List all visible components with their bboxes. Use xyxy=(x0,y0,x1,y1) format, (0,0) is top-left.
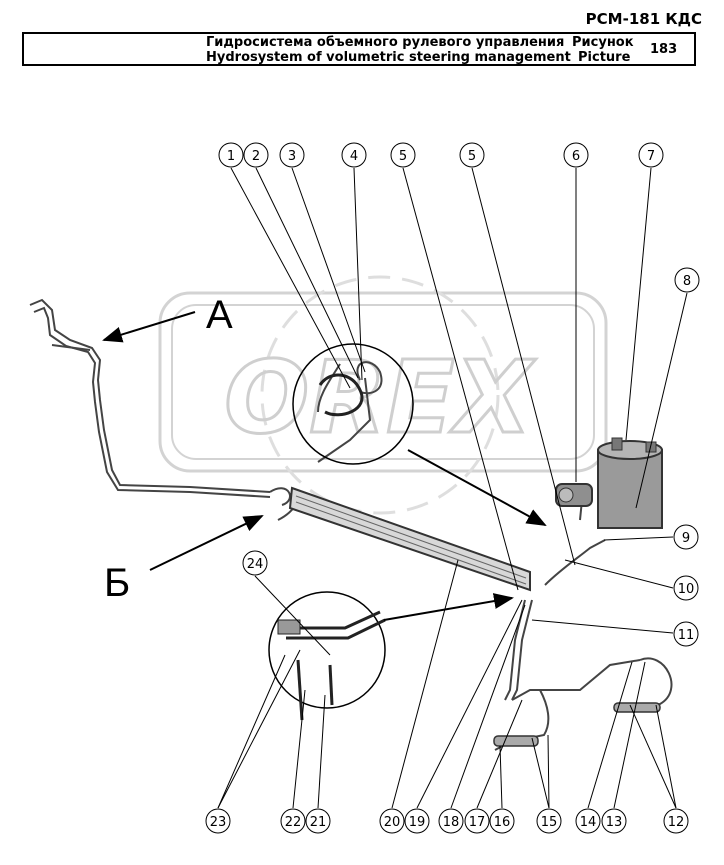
svg-text:17: 17 xyxy=(469,815,486,830)
callout-19: 19 xyxy=(404,808,430,834)
callout-10: 10 xyxy=(673,575,699,601)
callout-7: 7 xyxy=(638,142,664,168)
svg-text:2: 2 xyxy=(252,149,260,164)
orex-watermark: OREX xyxy=(158,275,608,515)
callout-2: 2 xyxy=(243,142,269,168)
svg-text:8: 8 xyxy=(683,274,691,289)
callout-6: 6 xyxy=(563,142,589,168)
callout-16: 16 xyxy=(489,808,515,834)
document-code: PCM-181 КДС xyxy=(585,10,702,28)
steering-cylinders-part xyxy=(493,702,661,747)
view-arrows xyxy=(102,311,547,621)
callout-1: 1 xyxy=(218,142,244,168)
svg-text:6: 6 xyxy=(572,149,580,164)
callout-4: 4 xyxy=(341,142,367,168)
svg-text:5: 5 xyxy=(399,149,407,164)
callout-5-right: 5 xyxy=(459,142,485,168)
callout-15: 15 xyxy=(536,808,562,834)
svg-text:5: 5 xyxy=(468,149,476,164)
detail-contents xyxy=(277,373,386,721)
svg-text:16: 16 xyxy=(494,815,511,830)
callout-20: 20 xyxy=(379,808,405,834)
svg-text:3: 3 xyxy=(288,149,296,164)
callouts: 1 2 3 4 5 5 6 7 8 9 10 11 12 13 14 15 16… xyxy=(205,142,700,834)
detail-circle-upper xyxy=(292,343,414,465)
callout-21: 21 xyxy=(305,808,331,834)
callout-17: 17 xyxy=(464,808,490,834)
callout-13: 13 xyxy=(601,808,627,834)
svg-text:24: 24 xyxy=(247,557,264,572)
svg-text:9: 9 xyxy=(682,531,690,546)
svg-text:4: 4 xyxy=(350,149,358,164)
callout-11: 11 xyxy=(673,621,699,647)
callout-23: 23 xyxy=(205,808,231,834)
watermark-text: OREX xyxy=(224,339,536,456)
svg-text:14: 14 xyxy=(580,815,597,830)
callout-8: 8 xyxy=(674,267,700,293)
hydraulic-tank-part xyxy=(597,437,663,529)
detail-views xyxy=(268,343,414,709)
svg-text:1: 1 xyxy=(227,149,235,164)
svg-text:13: 13 xyxy=(606,815,623,830)
svg-text:19: 19 xyxy=(409,815,426,830)
detail-circle-lower xyxy=(268,591,386,709)
svg-text:12: 12 xyxy=(668,815,685,830)
callout-9: 9 xyxy=(673,524,699,550)
figure-number: 183 xyxy=(650,42,678,57)
detail-upper-arrow xyxy=(407,449,547,526)
figure-label-russian: Рисунок xyxy=(572,35,634,50)
title-russian: Гидросистема объемного рулевого управлен… xyxy=(206,35,565,50)
svg-text:21: 21 xyxy=(310,815,327,830)
view-label-b: Б xyxy=(104,561,130,605)
callout-18: 18 xyxy=(438,808,464,834)
view-b-arrow xyxy=(149,515,264,571)
svg-text:20: 20 xyxy=(384,815,401,830)
svg-text:7: 7 xyxy=(647,149,655,164)
callout-12: 12 xyxy=(663,808,689,834)
oil-cooler-part xyxy=(288,486,531,592)
svg-text:23: 23 xyxy=(210,815,227,830)
leader-lines xyxy=(217,167,688,809)
svg-text:18: 18 xyxy=(443,815,460,830)
detail-lower-arrow xyxy=(383,593,514,621)
callout-3: 3 xyxy=(279,142,305,168)
svg-text:11: 11 xyxy=(678,628,695,643)
view-label-a: А xyxy=(206,293,233,337)
title-block: Гидросистема объемного рулевого управлен… xyxy=(22,32,696,66)
svg-text:10: 10 xyxy=(678,582,695,597)
callout-5-left: 5 xyxy=(390,142,416,168)
callout-14: 14 xyxy=(575,808,601,834)
figure-label-english: Picture xyxy=(578,50,631,65)
callout-24: 24 xyxy=(242,550,268,576)
pump-valve-part xyxy=(555,483,593,507)
svg-text:22: 22 xyxy=(285,815,302,830)
svg-text:15: 15 xyxy=(541,815,558,830)
callout-22: 22 xyxy=(280,808,306,834)
view-a-arrow xyxy=(102,311,196,343)
title-english: Hydrosystem of volumetric steering manag… xyxy=(206,50,571,65)
